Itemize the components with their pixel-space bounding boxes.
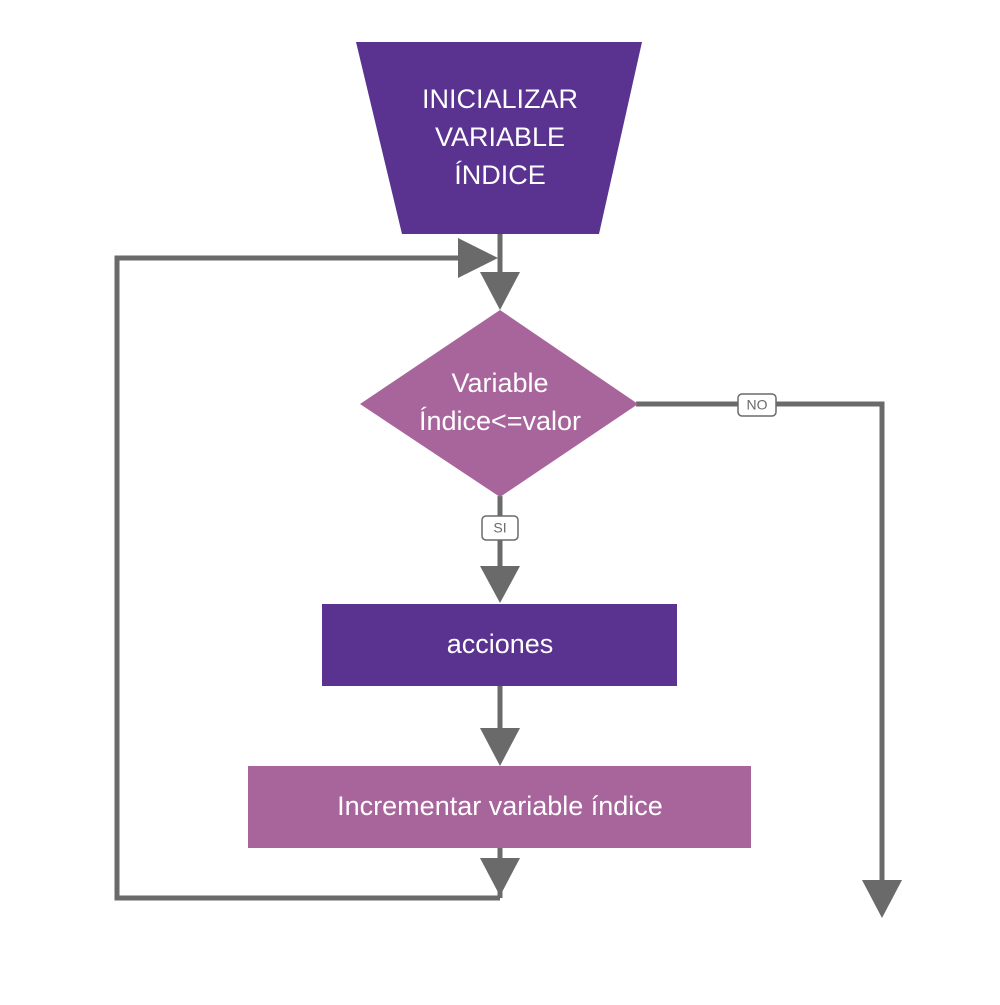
connectors (114, 234, 902, 918)
decision-label-line-2: Índice<=valor (419, 406, 581, 436)
increment-label: Incrementar variable índice (337, 791, 663, 821)
init-label-line-2: VARIABLE (435, 122, 565, 152)
connector-no-branch (636, 401, 885, 900)
arrowhead-into-increment (480, 728, 520, 766)
actions-rectangle-shape (322, 604, 677, 686)
node-decision: Variable Índice<=valor (360, 310, 638, 497)
si-label-text: SI (493, 520, 506, 536)
no-label-text: NO (747, 397, 768, 413)
decision-label-line-1: Variable (451, 368, 548, 398)
node-init: INICIALIZAR VARIABLE ÍNDICE (356, 42, 642, 234)
decision-diamond-shape (360, 310, 638, 497)
si-label-box (481, 515, 519, 541)
increment-rectangle-shape (248, 766, 751, 848)
arrowhead-below-increment (480, 858, 520, 896)
no-label-box (737, 393, 777, 417)
edge-label-si: SI (481, 515, 519, 541)
node-actions: acciones (322, 604, 677, 686)
init-label-line-1: INICIALIZAR (422, 84, 578, 114)
actions-label: acciones (447, 629, 554, 659)
arrowhead-loop-back (458, 238, 498, 278)
arrowhead-into-decision (480, 272, 520, 310)
node-increment: Incrementar variable índice (248, 766, 751, 848)
edge-label-no: NO (737, 393, 777, 417)
connector-loop-back (114, 255, 500, 901)
arrowhead-no-exit (862, 880, 902, 918)
arrowhead-into-actions (480, 566, 520, 603)
init-label-line-3: ÍNDICE (454, 160, 546, 190)
init-trapezoid-shape (356, 42, 642, 234)
